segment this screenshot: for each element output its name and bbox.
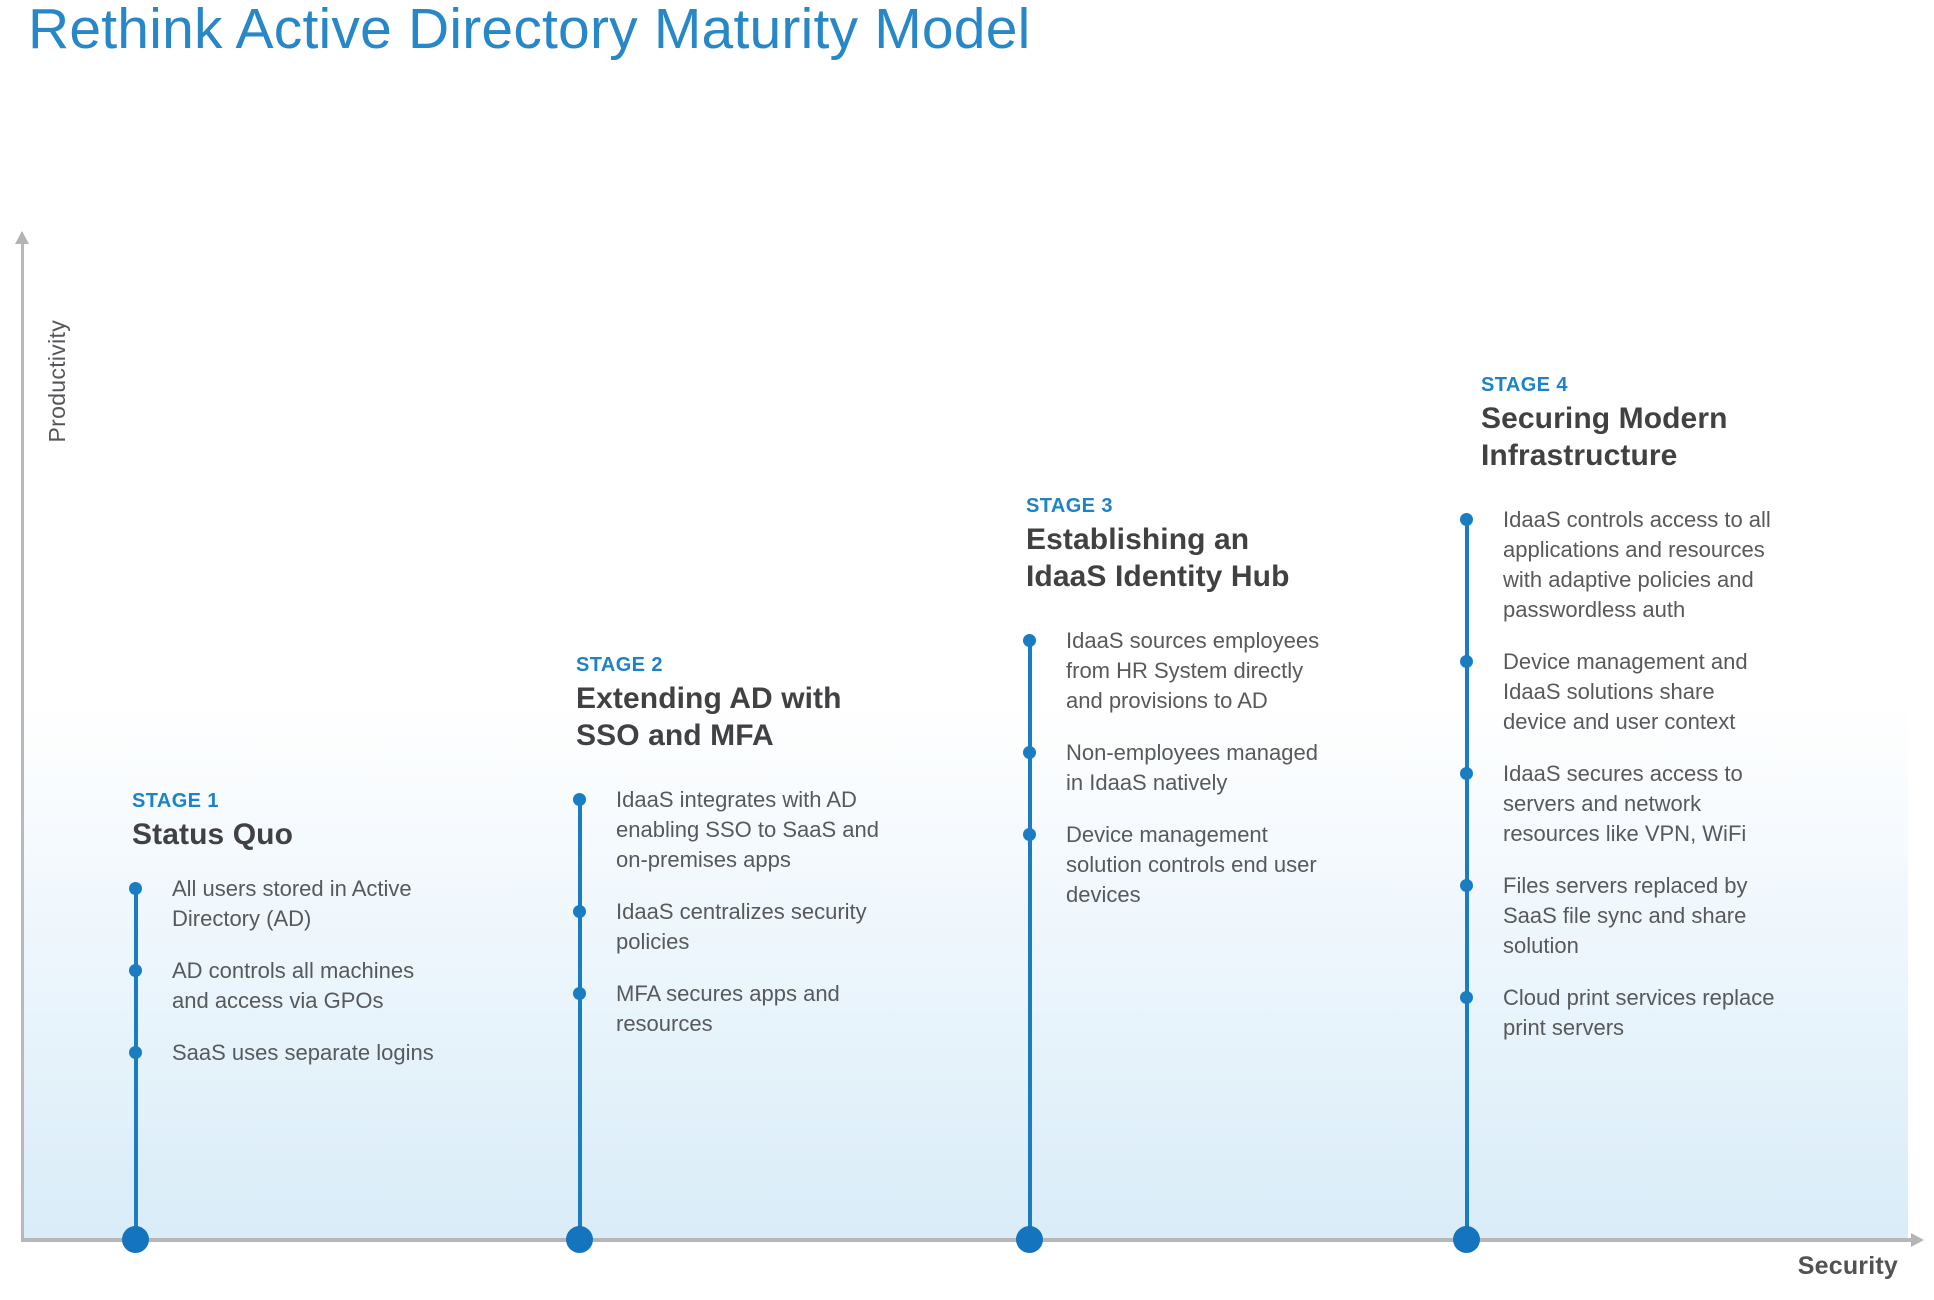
bullet-item: IdaaS integrates with AD enabling SSO to… (573, 785, 963, 875)
stage-axis-dot-icon (1453, 1226, 1480, 1253)
bullet-dot-icon (573, 793, 586, 806)
stage-bullet-list: IdaaS sources employees from HR System d… (1023, 626, 1413, 932)
stage-header: STAGE 1 Status Quo (132, 790, 552, 853)
x-axis-label: Security (1797, 1252, 1898, 1280)
stage-axis-dot-icon (566, 1226, 593, 1253)
bullet-text: IdaaS sources employees from HR System d… (1066, 628, 1320, 713)
y-axis (15, 231, 29, 1240)
stage-title: Extending AD with SSO and MFA (576, 682, 842, 752)
bullet-text: Cloud print services replace print serve… (1503, 985, 1775, 1040)
bullet-item: MFA secures apps and resources (573, 979, 963, 1039)
bullet-item: Files servers replaced by SaaS file sync… (1460, 871, 1850, 961)
bullet-item: Non-employees managed in IdaaS natively (1023, 738, 1413, 798)
bullet-dot-icon (1460, 991, 1473, 1004)
bullet-text: All users stored in Active Directory (AD… (172, 876, 412, 931)
stage-label: STAGE 4 (1481, 374, 1568, 396)
bullet-dot-icon (573, 987, 586, 1000)
bullet-item: SaaS uses separate logins (129, 1038, 519, 1068)
bullet-item: IdaaS controls access to all application… (1460, 505, 1850, 625)
bullet-item: Device management and IdaaS solutions sh… (1460, 647, 1850, 737)
x-axis-arrow-icon (1911, 1233, 1924, 1247)
x-axis (21, 1233, 1924, 1247)
bullet-item: All users stored in Active Directory (AD… (129, 874, 519, 934)
bullet-item: IdaaS secures access to servers and netw… (1460, 759, 1850, 849)
y-axis-arrow-icon (15, 231, 29, 244)
stage-label: STAGE 3 (1026, 495, 1113, 517)
bullet-dot-icon (1460, 879, 1473, 892)
bullet-text: Device management solution controls end … (1066, 822, 1317, 907)
bullet-item: Cloud print services replace print serve… (1460, 983, 1850, 1043)
stage-timeline-line (1028, 642, 1032, 1240)
stage-bullet-list: All users stored in Active Directory (AD… (129, 874, 519, 1090)
stage-header: STAGE 2 Extending AD with SSO and MFA (576, 654, 996, 754)
stage-title: Securing Modern Infrastructure (1481, 402, 1728, 472)
bullet-text: IdaaS centralizes security policies (616, 899, 867, 954)
bullet-text: MFA secures apps and resources (616, 981, 840, 1036)
bullet-dot-icon (1460, 655, 1473, 668)
stage-label: STAGE 1 (132, 790, 219, 812)
stage-label: STAGE 2 (576, 654, 663, 676)
bullet-text: IdaaS secures access to servers and netw… (1503, 761, 1747, 846)
bullet-dot-icon (1460, 513, 1473, 526)
bullet-dot-icon (1460, 767, 1473, 780)
bullet-dot-icon (1023, 634, 1036, 647)
stage-timeline-line (578, 801, 582, 1240)
stage-title: Establishing an IdaaS Identity Hub (1026, 523, 1290, 593)
gradient-band (24, 700, 1908, 1239)
y-axis-label: Productivity (44, 320, 70, 443)
stage-axis-dot-icon (1016, 1226, 1043, 1253)
stage-header: STAGE 4 Securing Modern Infrastructure (1481, 374, 1901, 474)
bullet-item: AD controls all machines and access via … (129, 956, 519, 1016)
stage-timeline-line (134, 890, 138, 1240)
bullet-dot-icon (1023, 828, 1036, 841)
stage-axis-dot-icon (122, 1226, 149, 1253)
stage-bullet-list: IdaaS controls access to all application… (1460, 505, 1850, 1065)
bullet-dot-icon (573, 905, 586, 918)
bullet-text: IdaaS integrates with AD enabling SSO to… (616, 787, 879, 872)
bullet-dot-icon (1023, 746, 1036, 759)
stage-bullet-list: IdaaS integrates with AD enabling SSO to… (573, 785, 963, 1061)
bullet-item: IdaaS centralizes security policies (573, 897, 963, 957)
bullet-text: SaaS uses separate logins (172, 1040, 434, 1065)
bullet-text: AD controls all machines and access via … (172, 958, 415, 1013)
bullet-item: IdaaS sources employees from HR System d… (1023, 626, 1413, 716)
bullet-item: Device management solution controls end … (1023, 820, 1413, 910)
stage-title: Status Quo (132, 818, 294, 851)
page-title: Rethink Active Directory Maturity Model (28, 0, 1031, 61)
bullet-dot-icon (129, 882, 142, 895)
bullet-text: Non-employees managed in IdaaS natively (1066, 740, 1318, 795)
bullet-dot-icon (129, 964, 142, 977)
bullet-text: IdaaS controls access to all application… (1503, 507, 1771, 622)
stage-header: STAGE 3 Establishing an IdaaS Identity H… (1026, 495, 1446, 595)
bullet-text: Files servers replaced by SaaS file sync… (1503, 873, 1748, 958)
bullet-text: Device management and IdaaS solutions sh… (1503, 649, 1748, 734)
bullet-dot-icon (129, 1046, 142, 1059)
